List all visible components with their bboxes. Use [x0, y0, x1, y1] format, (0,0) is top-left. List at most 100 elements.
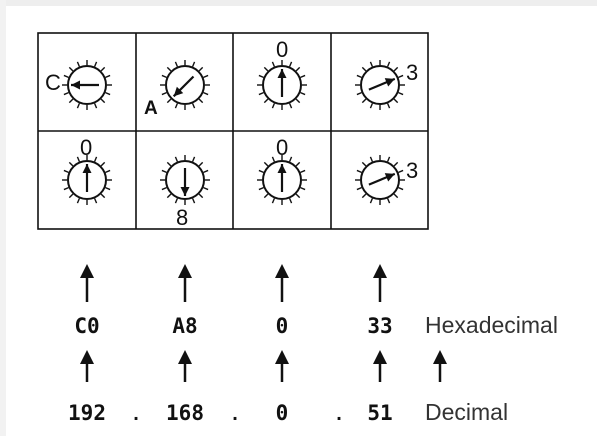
dial-tick: [356, 74, 362, 78]
dial-tick: [258, 92, 264, 96]
arrow-up-6: [178, 350, 192, 382]
arrow-up-1: [80, 264, 94, 302]
dial-tick: [68, 66, 74, 72]
dial-tick: [263, 193, 269, 199]
decimal-value-1: 192: [68, 401, 106, 425]
rotary-dial: [355, 60, 405, 110]
dial-tick: [263, 66, 269, 72]
dial-tick: [300, 92, 306, 96]
separator-dot-3: .: [336, 403, 342, 425]
dial-tick: [76, 103, 80, 109]
dial-tick: [63, 187, 69, 191]
dial-tick: [393, 193, 399, 199]
dial-tick: [369, 198, 373, 204]
dial-tick: [63, 74, 69, 78]
decimal-value-4: 51: [367, 401, 392, 425]
dial-tick: [94, 198, 98, 204]
dial-tick: [361, 66, 367, 72]
dial-tick: [105, 169, 111, 173]
arrow-up-9: [433, 350, 447, 382]
hex-value-1: C0: [74, 314, 99, 338]
dial-tick: [393, 66, 399, 72]
rotary-dial: [62, 155, 112, 205]
dial-tick: [166, 161, 172, 167]
dial-tick: [192, 198, 196, 204]
dial-tick: [356, 92, 362, 96]
dial-tick: [369, 103, 373, 109]
dial-label-8: 8: [176, 205, 188, 230]
dial-tick: [387, 103, 391, 109]
dial-tick: [94, 156, 98, 162]
dial-tick: [289, 198, 293, 204]
dial-label-0-bottom: 0: [276, 135, 288, 160]
dial-tick: [100, 98, 106, 104]
separator-dot-1: .: [133, 403, 139, 425]
rotary-dial: [355, 155, 405, 205]
dial-tick: [393, 98, 399, 104]
rotary-dial: [257, 155, 307, 205]
dial-tick: [263, 161, 269, 167]
rotary-dial: [160, 60, 210, 110]
hex-value-2: A8: [172, 314, 197, 338]
decimal-value-2: 168: [166, 401, 204, 425]
dial-tick: [393, 161, 399, 167]
dial-tick: [166, 66, 172, 72]
dial-tick: [356, 187, 362, 191]
dial-label-0-left: 0: [80, 135, 92, 160]
dial-tick: [94, 103, 98, 109]
dial-tick: [68, 161, 74, 167]
dials: [62, 60, 405, 205]
dial-tick: [198, 161, 204, 167]
rotary-dial: [160, 155, 210, 205]
arrow-up-3: [275, 264, 289, 302]
dial-tick: [271, 103, 275, 109]
dial-tick: [258, 169, 264, 173]
dial-tick: [361, 161, 367, 167]
dial-tick: [289, 103, 293, 109]
dial-tick: [398, 74, 404, 78]
dial-tick: [105, 92, 111, 96]
dial-tick: [174, 61, 178, 67]
dial-tick: [63, 92, 69, 96]
left-band: [0, 0, 6, 436]
dial-tick: [76, 61, 80, 67]
arrow-up-8: [373, 350, 387, 382]
dial-tick: [166, 193, 172, 199]
dial-label-3-bottom: 3: [406, 158, 418, 183]
dial-tick: [100, 193, 106, 199]
dial-tick: [295, 193, 301, 199]
dial-tick: [105, 187, 111, 191]
dial-tick: [100, 161, 106, 167]
dial-tick: [68, 193, 74, 199]
dial-pointer-head: [384, 173, 395, 182]
dial-tick: [174, 156, 178, 162]
dial-pointer-head: [384, 78, 395, 87]
dial-tick: [192, 103, 196, 109]
dial-tick: [369, 61, 373, 67]
dial-tick: [258, 74, 264, 78]
dial-tick: [161, 74, 167, 78]
dial-tick: [174, 103, 178, 109]
dial-tick: [100, 66, 106, 72]
dial-pointer-head: [82, 164, 92, 173]
dial-tick: [203, 74, 209, 78]
dial-tick: [203, 92, 209, 96]
dial-tick: [295, 161, 301, 167]
dial-tick: [398, 187, 404, 191]
dial-tick: [105, 74, 111, 78]
dial-tick: [76, 198, 80, 204]
dial-pointer-head: [277, 69, 287, 78]
dial-tick: [203, 169, 209, 173]
dial-pointer-head: [180, 187, 190, 196]
hex-value-4: 33: [367, 314, 392, 338]
dial-tick: [398, 92, 404, 96]
dial-tick: [192, 156, 196, 162]
arrow-up-7: [275, 350, 289, 382]
dial-tick: [361, 193, 367, 199]
rotary-dial: [62, 60, 112, 110]
dial-label-c: C: [45, 70, 61, 95]
top-band: [0, 0, 597, 6]
dial-tick: [161, 92, 167, 96]
lower-arrows: [80, 350, 447, 382]
